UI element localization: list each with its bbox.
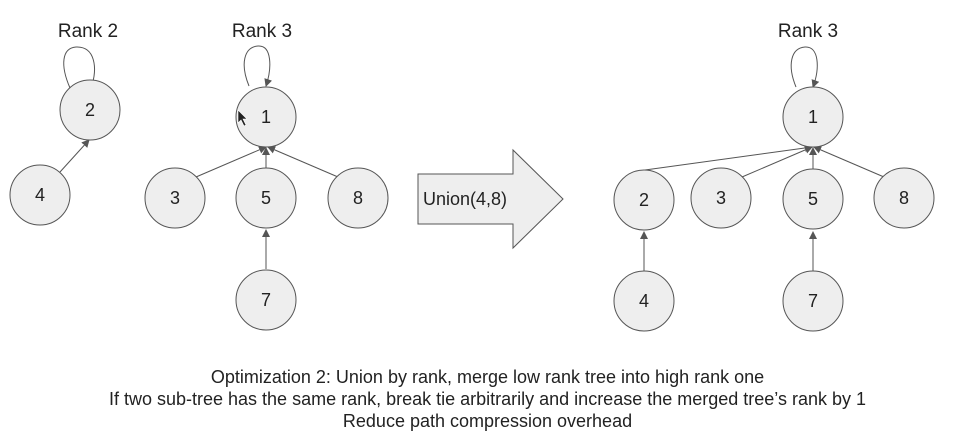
rank-label-middle: Rank 3 bbox=[232, 21, 292, 42]
node-7-result: 7 bbox=[782, 270, 844, 332]
node-label: 1 bbox=[261, 107, 271, 127]
node-5-result: 5 bbox=[782, 168, 844, 230]
edge-4-to-2 bbox=[59, 139, 90, 173]
rank-label-right: Rank 3 bbox=[778, 21, 838, 42]
node-label: 5 bbox=[808, 189, 818, 209]
node-3-middle: 3 bbox=[144, 167, 206, 229]
node-label: 2 bbox=[639, 190, 649, 210]
caption-line-2: If two sub-tree has the same rank, break… bbox=[108, 389, 867, 409]
node-8-middle: 8 bbox=[327, 167, 389, 229]
union-arrow bbox=[417, 148, 564, 250]
node-5-middle: 5 bbox=[235, 167, 297, 229]
node-label: 7 bbox=[261, 290, 271, 310]
caption-line-1: Optimization 2: Union by rank, merge low… bbox=[210, 367, 765, 387]
node-label: 3 bbox=[170, 188, 180, 208]
edge-8-to-1-result bbox=[813, 146, 885, 178]
mouse-cursor-icon bbox=[237, 109, 248, 127]
node-4-result: 4 bbox=[613, 270, 675, 332]
node-2-result: 2 bbox=[613, 169, 675, 231]
node-4-left: 4 bbox=[9, 164, 71, 226]
union-arrow-label: Union(4,8) bbox=[423, 189, 507, 209]
node-label: 2 bbox=[85, 100, 95, 120]
edge-8-to-1 bbox=[267, 146, 339, 178]
self-loop-node-2 bbox=[63, 46, 98, 89]
node-2-left: 2 bbox=[59, 79, 121, 141]
node-label: 7 bbox=[808, 291, 818, 311]
edge-3-to-1-result bbox=[741, 146, 813, 178]
node-label: 1 bbox=[808, 107, 818, 127]
node-label: 5 bbox=[261, 188, 271, 208]
node-7-middle: 7 bbox=[235, 269, 297, 331]
node-1-result: 1 bbox=[782, 86, 844, 148]
rank-label-left: Rank 2 bbox=[58, 21, 118, 42]
node-label: 4 bbox=[639, 291, 649, 311]
edge-3-to-1 bbox=[195, 146, 267, 178]
caption-line-3: Reduce path compression overhead bbox=[342, 411, 633, 431]
node-1-middle: 1 bbox=[235, 86, 297, 148]
edge-2-to-1-result bbox=[644, 143, 813, 171]
self-loop-node-1-result bbox=[790, 46, 820, 88]
node-8-result: 8 bbox=[873, 167, 935, 229]
node-label: 3 bbox=[716, 188, 726, 208]
node-3-result: 3 bbox=[690, 167, 752, 229]
node-label: 4 bbox=[35, 185, 45, 205]
self-loop-node-1 bbox=[243, 45, 273, 87]
node-label: 8 bbox=[353, 188, 363, 208]
node-label: 8 bbox=[899, 188, 909, 208]
